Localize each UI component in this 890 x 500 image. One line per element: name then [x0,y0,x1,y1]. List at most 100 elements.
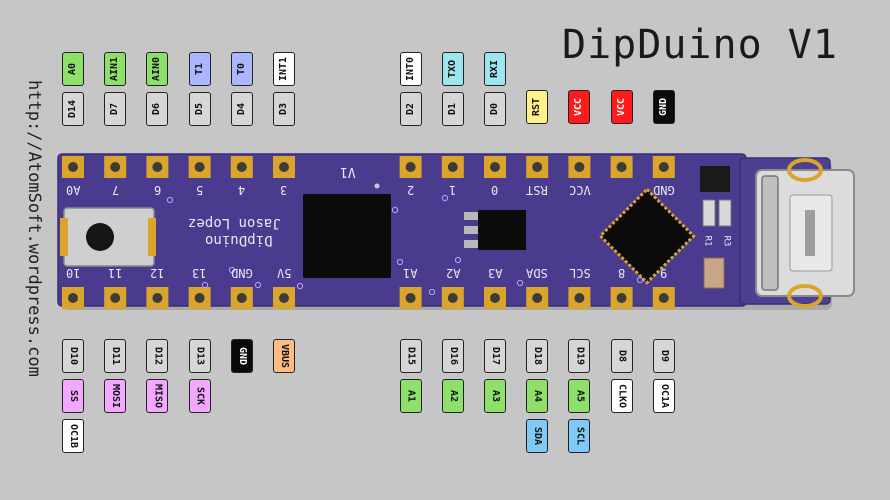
silk-top-0: A0 [65,183,81,197]
website-url: http://AtomSoft.wordpress.com [24,80,44,377]
via-7 [441,194,449,202]
silk-r1: R1 [702,235,713,247]
via-1 [201,281,209,289]
pin-label-rxi: RXI [484,52,506,86]
silk-author: Jason Lopez [188,215,281,231]
pin-label-a2: A2 [441,379,464,413]
silk-bottom-1: 11 [107,266,123,280]
silk-bottom-2: 12 [150,266,165,280]
silk-top-5: 3 [280,183,288,197]
pad-hole-bottom-9 [447,293,458,303]
silk-bottom-13: 8 [617,266,626,280]
via-11 [516,279,524,287]
pin-label-d1: D1 [441,92,464,126]
pad-hole-top-2 [152,162,163,172]
pad-hole-bottom-4 [236,293,247,303]
pin-label-d0: D0 [484,92,506,126]
pad-hole-bottom-10 [490,293,500,303]
pin-label-clko: CLKO [610,379,633,413]
pin-label-sck: SCK [188,379,211,413]
pin-label-d16: D16 [441,339,464,373]
silk-top-3: 5 [195,183,204,197]
pad-hole-bottom-11 [532,293,543,303]
via-5 [396,258,404,266]
pin-label-d9: D9 [652,339,675,373]
pad-hole-bottom-12 [574,293,585,303]
usb-mount-top [787,158,823,182]
via-6 [428,288,436,296]
pin-label-ain1: AIN1 [104,52,127,86]
pad-hole-bottom-0 [68,293,78,303]
pin-label-mosi: MOSI [104,379,127,413]
pin-label-t0: T0 [230,52,253,86]
via-0 [166,196,174,204]
silk-bottom-11: SDA [526,266,549,280]
silk-version: V1 [340,164,356,179]
vias [166,194,644,296]
silk-bottom-5: 5V [276,266,292,280]
pin-label-a5: A5 [568,379,591,413]
pad-hole-bottom-14 [658,293,669,303]
pad-hole-top-4 [236,162,247,172]
silk-bottom-0: 10 [65,266,81,280]
regulator-lead-3 [464,240,478,248]
pin-label-ain0: AIN0 [146,52,169,86]
pad-hole-top-3 [194,162,205,172]
diagram-title: DipDuino V1 [562,22,838,68]
resistor-r1 [718,199,732,227]
pad-hole-top-8 [405,162,416,172]
via-3 [254,281,262,289]
pad-hole-top-9 [447,162,458,172]
silk-top-8: 2 [406,183,415,197]
silk-top-10: 0 [491,183,499,197]
reset-button-cap [86,223,114,251]
pin-label-a0: A0 [62,52,84,86]
resistor-r3 [702,199,716,227]
via-10 [636,276,644,284]
pin-label-d6: D6 [146,92,169,126]
pin-label-d4: D4 [230,92,253,126]
usb-tongue [805,210,815,256]
regulator-lead-2 [464,226,478,234]
pin-label-a4: A4 [526,379,549,413]
pad-hole-top-12 [574,162,585,172]
silk-bottom-9: A2 [445,266,461,280]
pad-hole-top-14 [658,162,669,172]
pad-hole-bottom-8 [405,293,416,303]
pad-hole-top-5 [279,162,289,172]
pin-label-d2: D2 [399,92,422,126]
silk-top-11: RST [526,183,549,197]
pin-label-sda: SDA [526,419,549,453]
pin-label-gnd: GND [230,339,253,373]
pin-label-d17: D17 [484,339,506,373]
pin-label-d14: D14 [62,92,84,126]
regulator-lead-1 [464,212,478,220]
pin-label-d19: D19 [568,339,591,373]
silk-bottom-3: 13 [192,266,207,280]
pad-hole-bottom-13 [616,293,627,303]
pad-hole-top-1 [110,162,121,172]
pin-label-d11: D11 [104,339,127,373]
pin-label-scl: SCL [568,419,591,453]
pad-hole-bottom-3 [194,293,205,303]
pin-label-d7: D7 [104,92,127,126]
pin-label-d13: D13 [188,339,211,373]
mcu-chip [303,194,391,278]
capacitor [703,257,725,289]
mcu-pin1-dot [374,183,380,189]
pin-label-int0: INT0 [399,52,422,86]
pin-label-rst: RST [526,90,549,124]
pin-label-oc1a: OC1A [652,379,675,413]
crystal [700,166,730,192]
silk-bottom-10: A3 [487,266,503,280]
pin-label-a1: A1 [399,379,422,413]
pad-hole-top-10 [490,162,500,172]
silk-bottom-8: A1 [403,266,418,280]
pad-hole-top-13 [616,162,627,172]
pin-label-a3: A3 [484,379,506,413]
via-2 [228,266,236,274]
silk-board-name: DipDuino [205,232,273,248]
pin-label-d12: D12 [146,339,169,373]
